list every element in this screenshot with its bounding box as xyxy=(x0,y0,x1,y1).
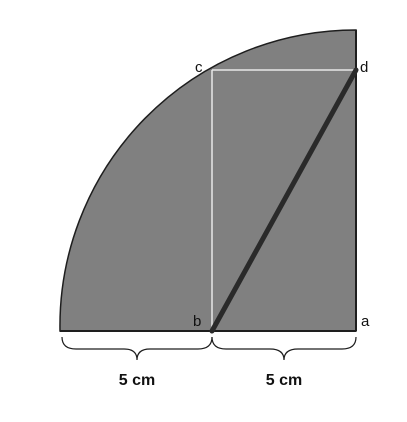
label-point-d: d xyxy=(360,59,368,76)
brace-right xyxy=(211,336,357,361)
label-point-b: b xyxy=(193,313,201,330)
measurement-left-label: 5 cm xyxy=(119,372,155,389)
measurement-right-label: 5 cm xyxy=(266,372,302,389)
brace-left xyxy=(61,336,213,361)
label-point-a: a xyxy=(361,313,370,330)
quarter-circle-sector xyxy=(59,29,357,332)
label-point-c: c xyxy=(195,59,203,76)
diagonal-bd xyxy=(209,67,359,334)
